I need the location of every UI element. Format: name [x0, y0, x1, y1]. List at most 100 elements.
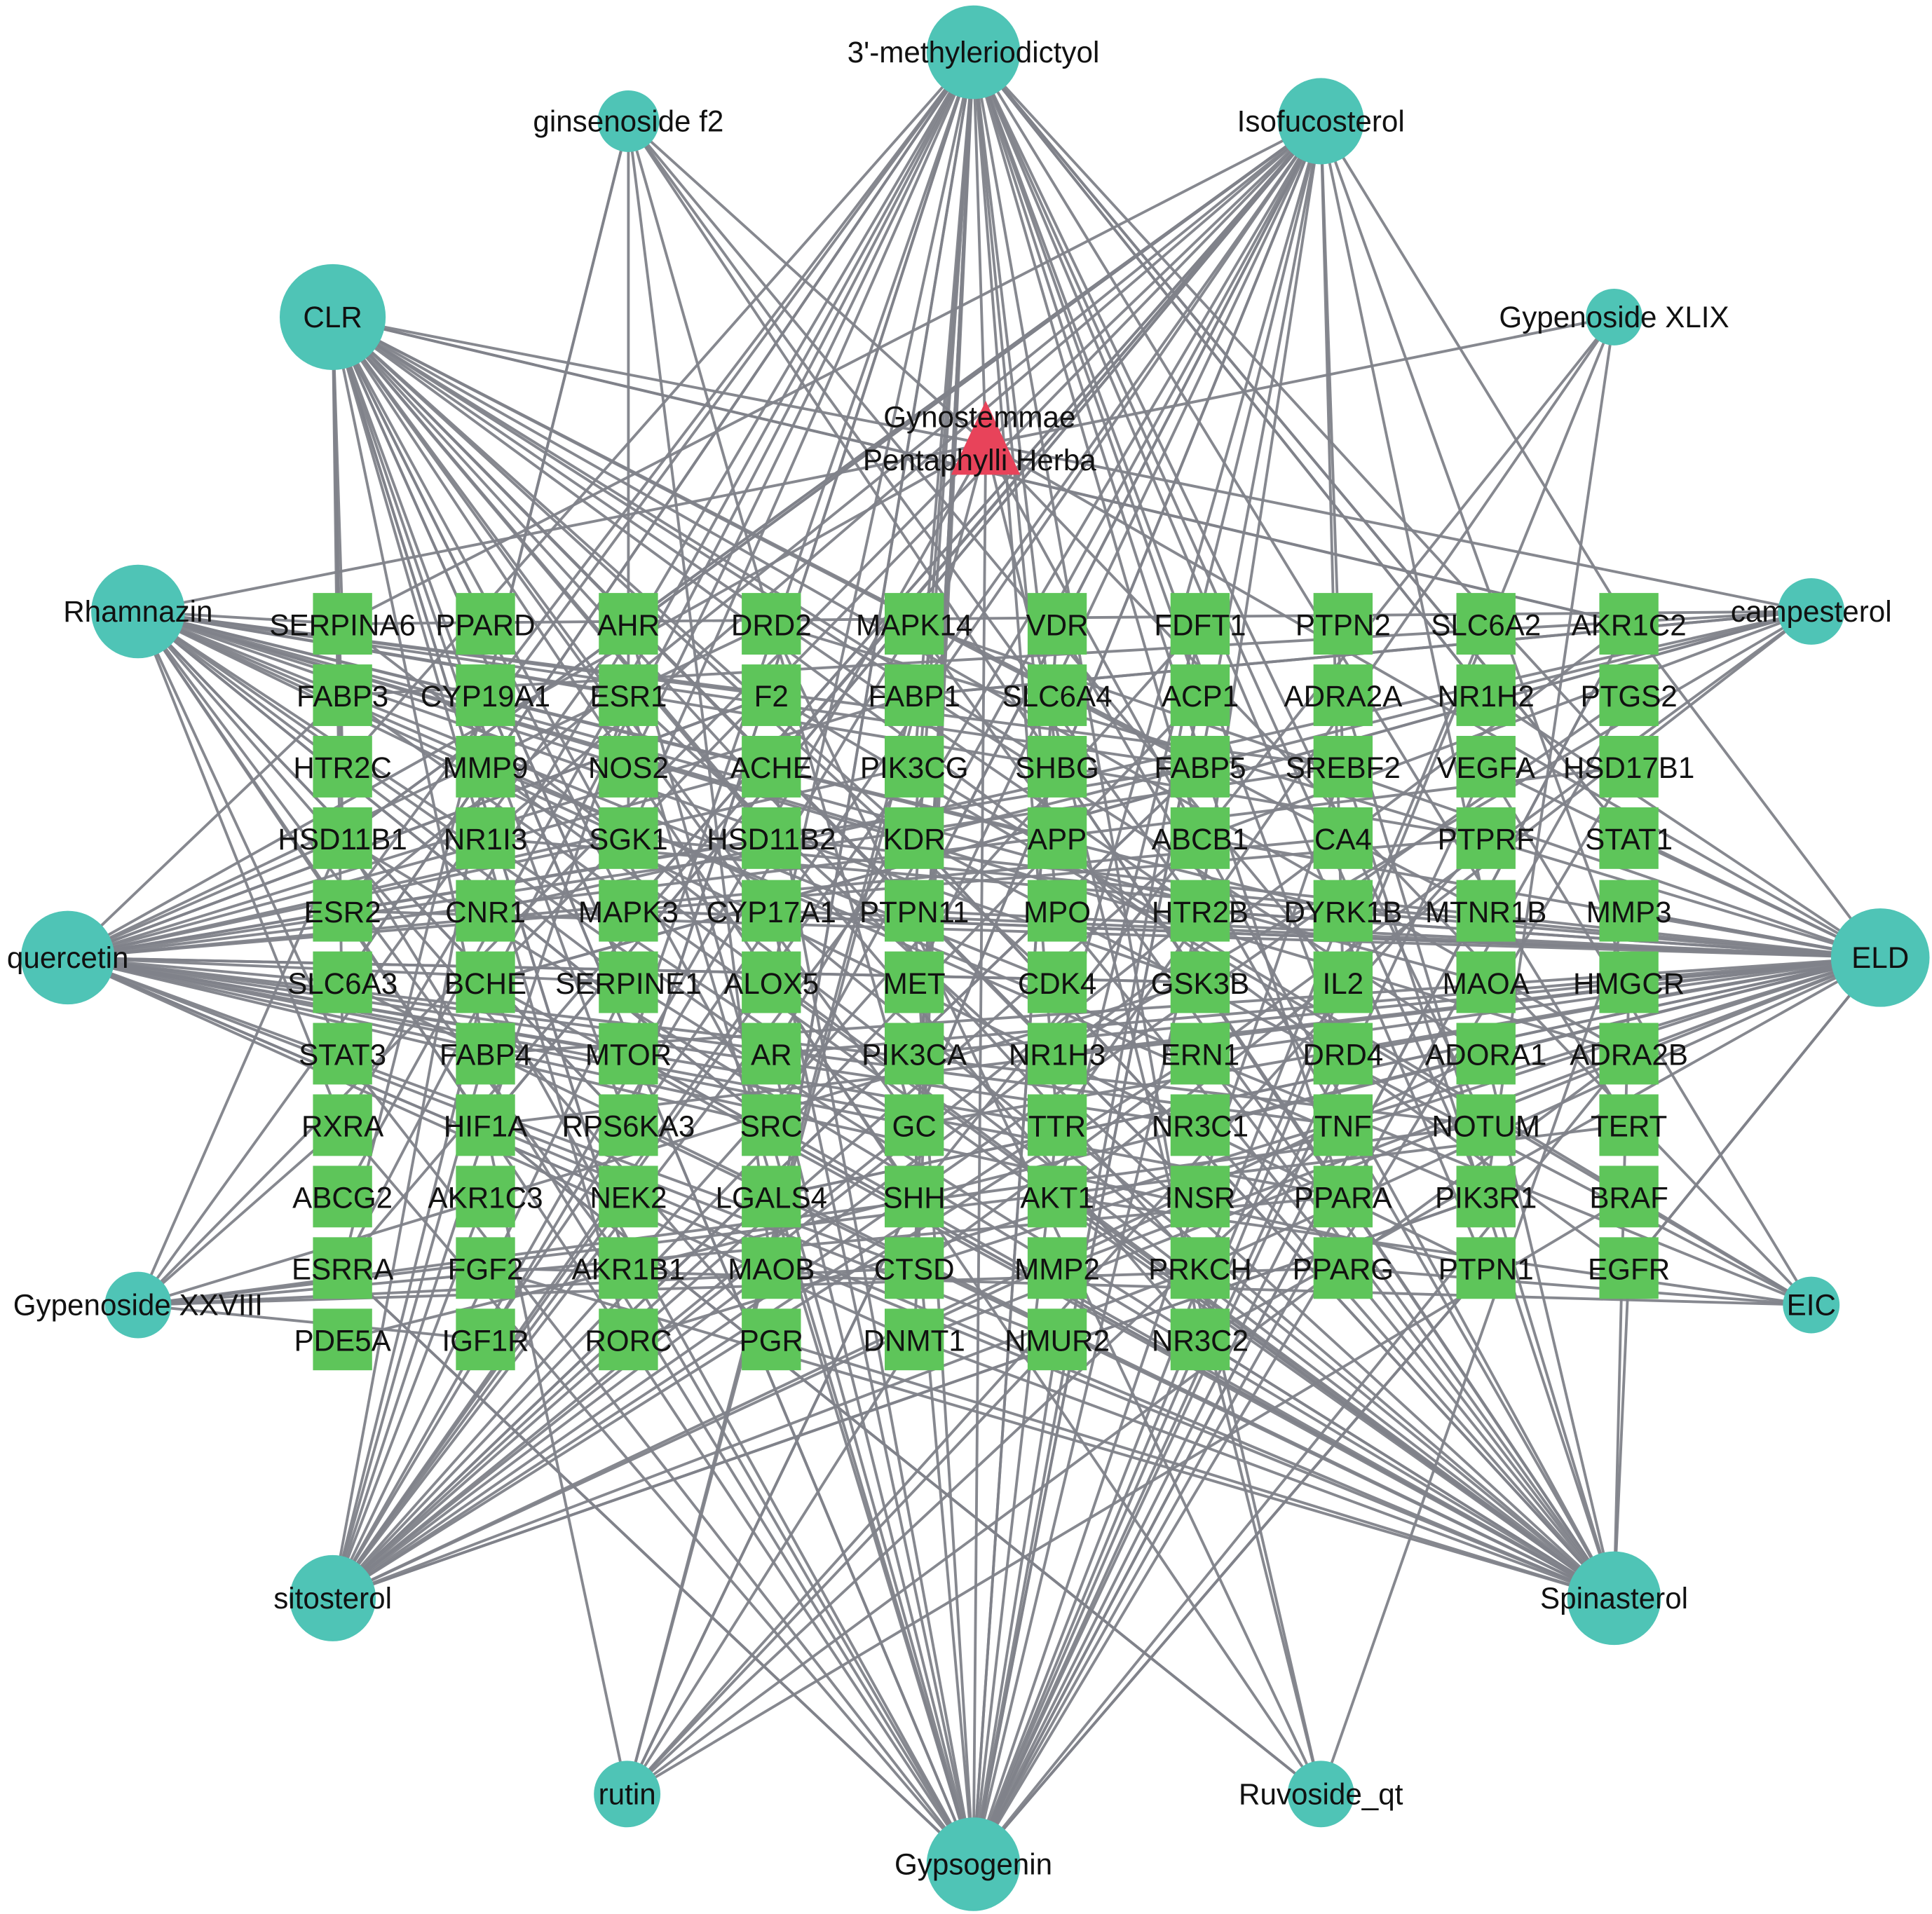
target-node[interactable]: GC	[884, 1094, 944, 1156]
target-node[interactable]: NEK2	[590, 1166, 667, 1228]
target-node[interactable]: ABCB1	[1152, 807, 1249, 869]
target-node[interactable]: AKR1B1	[572, 1237, 686, 1299]
target-node[interactable]: PTPN1	[1438, 1237, 1534, 1299]
target-node[interactable]: SHH	[883, 1166, 946, 1228]
target-node[interactable]: TERT	[1591, 1094, 1667, 1156]
target-node[interactable]: HSD11B1	[278, 807, 407, 869]
compound-node[interactable]: Spinasterol	[1540, 1551, 1688, 1646]
target-node[interactable]: SRC	[740, 1094, 803, 1156]
target-node[interactable]: HTR2C	[293, 736, 392, 798]
compound-node[interactable]: ginsenoside f2	[533, 90, 723, 152]
target-node[interactable]: FABP1	[869, 664, 960, 726]
target-node[interactable]: FGF2	[448, 1237, 524, 1299]
target-node[interactable]: SERPINA6	[269, 593, 416, 655]
target-node[interactable]: HMGCR	[1573, 951, 1685, 1013]
target-node[interactable]: ABCG2	[292, 1166, 393, 1228]
target-node[interactable]: MTNR1B	[1425, 880, 1546, 942]
target-node[interactable]: VEGFA	[1436, 736, 1536, 798]
target-node[interactable]: DRD4	[1302, 1023, 1383, 1085]
target-node[interactable]: ESRRA	[292, 1237, 394, 1299]
target-node[interactable]: SLC6A3	[287, 951, 397, 1013]
target-node[interactable]: PIK3R1	[1435, 1166, 1537, 1228]
target-node[interactable]: MET	[883, 951, 946, 1013]
compound-node[interactable]: Gypenoside XLIX	[1499, 288, 1729, 346]
compound-node[interactable]: ELD	[1830, 908, 1930, 1007]
target-node[interactable]: VDR	[1026, 593, 1089, 655]
target-node[interactable]: SLC6A2	[1431, 593, 1541, 655]
target-node[interactable]: AHR	[597, 593, 660, 655]
target-node[interactable]: SERPINE1	[555, 951, 702, 1013]
target-node[interactable]: APP	[1028, 807, 1087, 869]
target-node[interactable]: DRD2	[731, 593, 812, 655]
target-node[interactable]: CYP17A1	[707, 880, 836, 942]
target-node[interactable]: SREBF2	[1286, 736, 1401, 798]
target-node[interactable]: PTPRF	[1438, 807, 1535, 869]
herb-node[interactable]: Gynostemmae Pentaphylli Herba	[863, 400, 1096, 477]
target-node[interactable]: NMUR2	[1005, 1308, 1110, 1371]
target-node[interactable]: ACHE	[730, 736, 812, 798]
target-node[interactable]: ALOX5	[723, 951, 819, 1013]
target-node[interactable]: FDFT1	[1154, 593, 1246, 655]
target-node[interactable]: ACP1	[1162, 664, 1239, 726]
target-node[interactable]: PGR	[740, 1308, 803, 1371]
target-node[interactable]: MMP9	[443, 736, 529, 798]
compound-node[interactable]: quercetin	[7, 910, 128, 1005]
target-node[interactable]: PPARG	[1293, 1237, 1394, 1299]
target-node[interactable]: NR3C1	[1152, 1094, 1249, 1156]
target-node[interactable]: PTPN11	[859, 880, 969, 942]
compound-node[interactable]: Isofucosterol	[1237, 78, 1405, 165]
compound-node[interactable]: Rhamnazin	[63, 564, 213, 659]
target-node[interactable]: BRAF	[1589, 1166, 1668, 1228]
target-node[interactable]: NR1H3	[1009, 1023, 1106, 1085]
compound-node[interactable]: Gypenoside XXVIII	[13, 1271, 263, 1339]
target-node[interactable]: RXRA	[301, 1094, 384, 1156]
target-node[interactable]: NOTUM	[1431, 1094, 1540, 1156]
target-node[interactable]: CTSD	[874, 1237, 955, 1299]
target-node[interactable]: FABP3	[297, 664, 388, 726]
target-node[interactable]: GSK3B	[1151, 951, 1250, 1013]
target-node[interactable]: EGFR	[1588, 1237, 1670, 1299]
target-node[interactable]: TNF	[1313, 1094, 1373, 1156]
target-node[interactable]: CNR1	[445, 880, 526, 942]
target-node[interactable]: PTPN2	[1295, 593, 1391, 655]
compound-node[interactable]: CLR	[279, 264, 386, 370]
compound-node[interactable]: EIC	[1783, 1276, 1840, 1334]
target-node[interactable]: SLC6A4	[1002, 664, 1113, 726]
target-node[interactable]: MMP3	[1586, 880, 1672, 942]
target-node[interactable]: PDE5A	[294, 1308, 392, 1371]
target-node[interactable]: PPARD	[435, 593, 536, 655]
target-node[interactable]: AR	[742, 1023, 801, 1085]
compound-node[interactable]: rutin	[594, 1761, 661, 1828]
target-node[interactable]: ERN1	[1161, 1023, 1240, 1085]
target-node[interactable]: HSD17B1	[1563, 736, 1695, 798]
target-node[interactable]: PRKCH	[1148, 1237, 1252, 1299]
target-node[interactable]: CA4	[1313, 807, 1373, 869]
target-node[interactable]: TTR	[1027, 1094, 1087, 1156]
target-node[interactable]: INSR	[1165, 1166, 1236, 1228]
compound-node[interactable]: campesterol	[1731, 578, 1892, 645]
target-node[interactable]: MAPK14	[856, 593, 972, 655]
target-node[interactable]: SHBG	[1015, 736, 1099, 798]
target-node[interactable]: ESR2	[304, 880, 381, 942]
target-node[interactable]: AKR1C2	[1572, 593, 1687, 655]
target-node[interactable]: MPO	[1023, 880, 1091, 942]
target-node[interactable]: MTOR	[585, 1023, 672, 1085]
target-node[interactable]: FABP5	[1154, 736, 1246, 798]
target-node[interactable]: HIF1A	[444, 1094, 528, 1156]
target-node[interactable]: MAPK3	[578, 880, 679, 942]
target-node[interactable]: PIK3CG	[860, 736, 969, 798]
target-node[interactable]: ESR1	[590, 664, 667, 726]
target-node[interactable]: AKT1	[1020, 1166, 1094, 1228]
target-node[interactable]: NR1H2	[1438, 664, 1535, 726]
target-node[interactable]: STAT3	[299, 1023, 386, 1085]
target-node[interactable]: DYRK1B	[1284, 880, 1402, 942]
compound-node[interactable]: Ruvoside_qt	[1239, 1761, 1403, 1828]
target-node[interactable]: DNMT1	[864, 1308, 965, 1371]
compound-node[interactable]: Gypsogenin	[894, 1817, 1052, 1911]
target-node[interactable]: HSD11B2	[707, 807, 836, 869]
target-node[interactable]: F2	[742, 664, 801, 726]
target-node[interactable]: PIK3CA	[862, 1023, 967, 1085]
target-node[interactable]: MMP2	[1014, 1237, 1100, 1299]
target-node[interactable]: MAOA	[1443, 951, 1530, 1013]
target-node[interactable]: NOS2	[588, 736, 669, 798]
